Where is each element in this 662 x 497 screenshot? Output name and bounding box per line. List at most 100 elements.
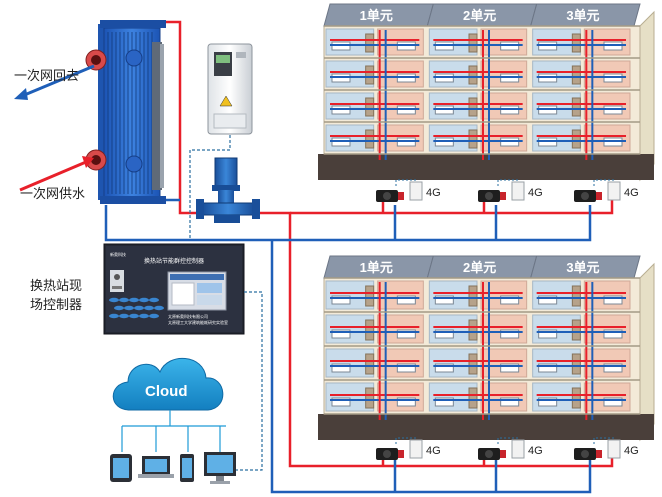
- radiator-icon: [434, 397, 454, 407]
- door: [571, 33, 581, 53]
- balancing-valve: [478, 448, 506, 460]
- 4g-label: 4G: [624, 187, 639, 199]
- radiator-icon: [434, 363, 454, 373]
- door: [468, 129, 478, 149]
- 4g-module-box: [607, 181, 621, 201]
- radiator-icon: [500, 397, 520, 407]
- radiator-icon: [331, 295, 351, 305]
- door: [468, 285, 478, 307]
- balancing-valve: [574, 448, 602, 460]
- valve-actuator: [383, 450, 391, 458]
- apartment-room: [583, 314, 631, 344]
- 4g-module: 4G: [395, 437, 441, 459]
- cloud-icon: Cloud: [112, 358, 224, 411]
- primary-return-label: 一次网回去: [14, 68, 79, 84]
- 4g-module: 4G: [497, 179, 543, 201]
- 4g-label: 4G: [528, 187, 543, 199]
- radiator-icon: [603, 295, 623, 305]
- building-2: 1单元 2单元 3单元: [318, 255, 655, 442]
- valve-actuator: [581, 192, 589, 200]
- cloud-network-tree: [121, 410, 226, 452]
- door: [365, 65, 375, 85]
- tablet-icon: [110, 454, 132, 482]
- radiator-icon: [538, 295, 558, 305]
- apartment-room: [480, 280, 528, 310]
- building-foundation: [318, 154, 654, 180]
- 4g-module: 4G: [593, 179, 639, 201]
- building-foundation: [318, 414, 654, 440]
- radiator-icon: [331, 397, 351, 407]
- valve-handle: [500, 192, 506, 200]
- unit-label: 2单元: [463, 260, 496, 275]
- controller-label-line2: 场控制器: [30, 298, 82, 313]
- radiator-icon: [396, 295, 416, 305]
- valve-handle: [500, 450, 506, 458]
- balancing-valve: [574, 190, 602, 202]
- radiator-icon: [500, 295, 520, 305]
- apartment-room: [583, 348, 631, 378]
- unit-label: 1单元: [360, 8, 393, 23]
- door: [468, 387, 478, 409]
- valve-signal-line: [593, 437, 614, 444]
- apartment-room: [377, 382, 424, 412]
- panel-title: 换热站节能群控控制器: [144, 257, 204, 265]
- door: [468, 65, 478, 85]
- apartment-room: [377, 314, 424, 344]
- radiator-icon: [538, 329, 558, 339]
- door: [571, 387, 581, 409]
- radiator-icon: [434, 295, 454, 305]
- balancing-valve: [376, 448, 404, 460]
- panel-footer-1: 太原新奥科技有限公司: [168, 313, 208, 319]
- door: [468, 319, 478, 341]
- door: [468, 353, 478, 375]
- desktop-icon: [204, 452, 236, 484]
- balancing-valve: [478, 190, 506, 202]
- apartment-room: [583, 382, 631, 412]
- control-signal-line-2: [235, 291, 263, 471]
- balancing-valve: [376, 190, 404, 202]
- 4g-label: 4G: [426, 187, 441, 199]
- unit-label: 1单元: [360, 260, 393, 275]
- radiator-icon: [500, 329, 520, 339]
- 4g-label: 4G: [528, 445, 543, 457]
- door: [571, 353, 581, 375]
- primary-supply-arrow: [19, 156, 94, 192]
- smartphone-icon: [180, 454, 194, 482]
- 4g-module: 4G: [497, 437, 543, 459]
- unit-label: 3单元: [566, 8, 599, 23]
- radiator-icon: [538, 363, 558, 373]
- primary-supply-label: 一次网供水: [20, 186, 85, 202]
- 4g-module: 4G: [593, 437, 639, 459]
- unit-label: 3单元: [566, 260, 599, 275]
- 4g-module-box: [409, 181, 423, 201]
- frequency-inverter: [207, 43, 253, 135]
- apartment-room: [377, 348, 424, 378]
- door: [365, 33, 375, 53]
- 4g-module: 4G: [395, 179, 441, 201]
- valve-actuator: [485, 192, 493, 200]
- door: [365, 387, 375, 409]
- apartment-room: [480, 348, 528, 378]
- door: [571, 65, 581, 85]
- radiator-icon: [396, 397, 416, 407]
- valve-signal-line: [593, 179, 614, 186]
- 4g-label: 4G: [426, 445, 441, 457]
- valve-signal-line: [395, 437, 416, 444]
- door: [571, 129, 581, 149]
- door: [571, 285, 581, 307]
- valve-actuator: [485, 450, 493, 458]
- cloud-label: Cloud: [145, 383, 188, 400]
- 4g-label: 4G: [624, 445, 639, 457]
- distribution-piping: [270, 200, 614, 494]
- radiator-icon: [603, 329, 623, 339]
- apartment-room: [480, 314, 528, 344]
- plate-heat-exchanger: [85, 20, 166, 204]
- door: [365, 97, 375, 117]
- panel-brand: 新奥科技: [110, 251, 126, 257]
- valve-handle: [398, 450, 404, 458]
- valve-handle: [596, 450, 602, 458]
- apartment-room: [480, 382, 528, 412]
- valve-signal-line: [497, 179, 518, 186]
